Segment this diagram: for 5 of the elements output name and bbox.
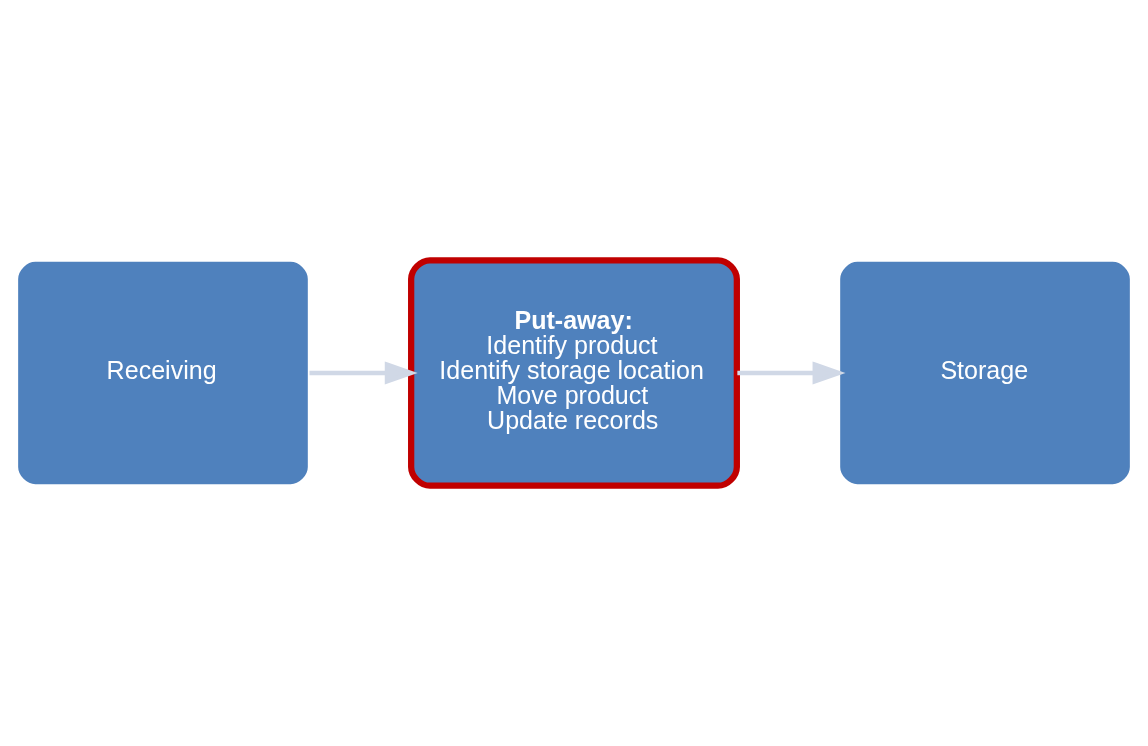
arrow <box>737 361 846 385</box>
node-box: Put-away: Identify product Identify storage location Move product Update records <box>408 257 740 489</box>
arrow <box>309 361 418 385</box>
node-box: Receiving <box>15 258 311 488</box>
node-box: Storage <box>837 258 1133 488</box>
